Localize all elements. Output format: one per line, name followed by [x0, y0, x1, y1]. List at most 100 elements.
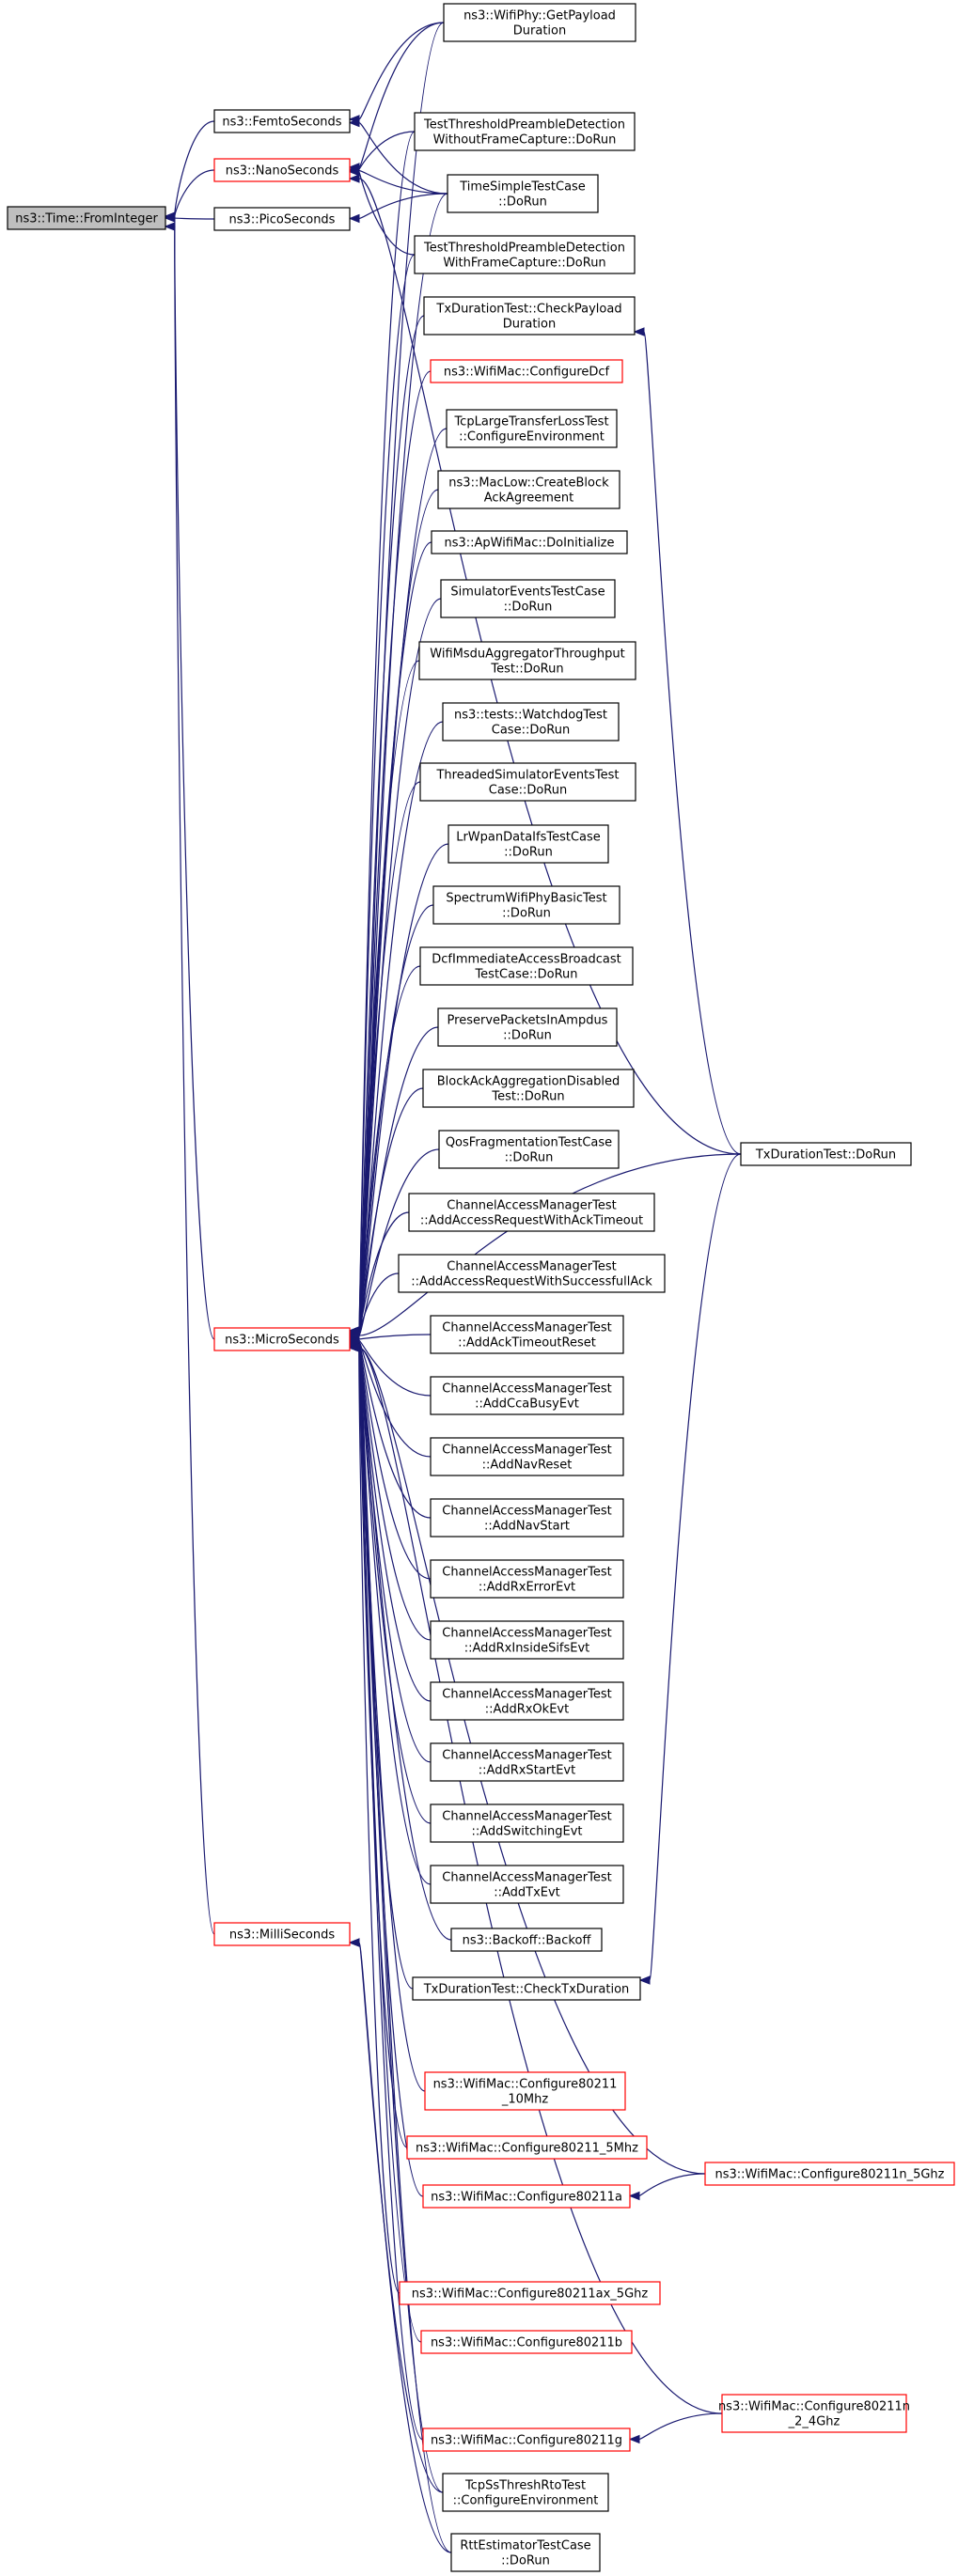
node-txdurrun[interactable]: TxDurationTest::DoRun — [740, 1142, 912, 1166]
node-cam-acktimeout[interactable]: ChannelAccessManagerTest::AddAccessReque… — [408, 1193, 655, 1232]
node-threshwithout[interactable]: TestThresholdPreambleDetectionWithoutFra… — [414, 112, 636, 151]
node-cfgb[interactable]: ns3::WifiMac::Configure80211b — [420, 2330, 633, 2354]
node-nano[interactable]: ns3::NanoSeconds — [213, 158, 351, 182]
node-cam-tx[interactable]: ChannelAccessManagerTest::AddTxEvt — [430, 1865, 624, 1904]
node-box — [430, 1498, 624, 1538]
node-box — [442, 2473, 609, 2512]
node-label: ::DoRun — [505, 1151, 554, 1165]
node-cfgn5[interactable]: ns3::WifiMac::Configure80211n_5Ghz — [704, 2162, 955, 2186]
edge-line — [358, 965, 421, 1333]
node-label: ChannelAccessManagerTest — [442, 1444, 611, 1458]
node-checktx[interactable]: TxDurationTest::CheckTxDuration — [412, 1976, 641, 2001]
node-label: WithFrameCapture::DoRun — [443, 257, 605, 271]
node-label: TcpSsThreshRtoTest — [464, 2479, 586, 2493]
node-tcplarge[interactable]: TcpLargeTransferLossTest::ConfigureEnvir… — [446, 409, 618, 448]
edge-micro-to-root — [164, 222, 215, 1340]
edge-arrowhead — [348, 1331, 360, 1340]
node-backoff[interactable]: ns3::Backoff::Backoff — [450, 1928, 603, 1952]
node-femto[interactable]: ns3::FemtoSeconds — [213, 109, 351, 133]
node-lrwpan[interactable]: LrWpanDataIfsTestCase::DoRun — [448, 824, 609, 864]
edge-femto-to-root — [164, 120, 215, 221]
node-cfgn24[interactable]: ns3::WifiMac::Configure80211n_2_4Ghz — [718, 2394, 910, 2433]
node-preserve[interactable]: PreservePacketsInAmpdus::DoRun — [437, 1007, 618, 1047]
node-label: TestThresholdPreambleDetection — [423, 118, 625, 133]
node-label: ns3::PicoSeconds — [229, 213, 336, 227]
node-dcfimm[interactable]: DcfImmediateAccessBroadcastTestCase::DoR… — [419, 946, 634, 986]
node-label: ::DoRun — [501, 2554, 550, 2568]
node-label: Duration — [513, 24, 566, 39]
node-label: ns3::MilliSeconds — [229, 1928, 336, 1943]
node-threshwith[interactable]: TestThresholdPreambleDetectionWithFrameC… — [414, 235, 636, 274]
edge-tcpss-to-milli — [348, 1938, 444, 2493]
node-box — [422, 2184, 631, 2209]
edge-line — [358, 22, 445, 168]
edge-txdurrun-to-micro — [348, 1153, 742, 1340]
node-configdcf[interactable]: ns3::WifiMac::ConfigureDcf — [430, 359, 623, 383]
node-box — [440, 579, 616, 618]
node-cam-navstart[interactable]: ChannelAccessManagerTest::AddNavStart — [430, 1498, 624, 1538]
node-label: SimulatorEventsTestCase — [450, 585, 605, 600]
node-label: QosFragmentationTestCase — [446, 1136, 612, 1150]
node-label: ::AddCcaBusyEvt — [475, 1397, 579, 1412]
node-root[interactable]: ns3::Time::FromInteger — [7, 206, 166, 230]
node-tcpss[interactable]: TcpSsThreshRtoTest::ConfigureEnvironment — [442, 2473, 609, 2512]
node-cfg5[interactable]: ns3::WifiMac::Configure80211_5Mhz — [406, 2135, 648, 2160]
node-spectrum[interactable]: SpectrumWifiPhyBasicTest::DoRun — [432, 885, 620, 925]
node-box — [420, 2330, 633, 2354]
node-cam-switching[interactable]: ChannelAccessManagerTest::AddSwitchingEv… — [430, 1803, 624, 1843]
edge-rtt-to-micro — [348, 1343, 452, 2553]
node-box — [422, 1069, 635, 1108]
edge-line — [358, 1342, 432, 1519]
node-cfga[interactable]: ns3::WifiMac::Configure80211a — [422, 2184, 631, 2209]
node-cfg10[interactable]: ns3::WifiMac::Configure80211_10Mhz — [424, 2071, 626, 2111]
edge-arrowhead — [638, 1975, 651, 1985]
node-box — [437, 1007, 618, 1047]
node-cfgax[interactable]: ns3::WifiMac::Configure80211ax_5Ghz — [399, 2281, 661, 2305]
node-timesimple[interactable]: TimeSimpleTestCase::DoRun — [447, 174, 599, 213]
node-cam-rxok[interactable]: ChannelAccessManagerTest::AddRxOkEvt — [430, 1681, 624, 1721]
node-cam-ccabusy[interactable]: ChannelAccessManagerTest::AddCcaBusyEvt — [430, 1376, 624, 1415]
node-label: BlockAckAggregationDisabled — [437, 1075, 620, 1089]
edge-line — [649, 1153, 742, 1981]
node-pico[interactable]: ns3::PicoSeconds — [213, 207, 351, 231]
node-label: LrWpanDataIfsTestCase — [456, 831, 601, 845]
node-cam-navreset[interactable]: ChannelAccessManagerTest::AddNavReset — [430, 1437, 624, 1476]
node-label: TcpLargeTransferLossTest — [453, 415, 608, 429]
node-label: ::DoRun — [498, 195, 547, 210]
node-label: ::DoRun — [504, 601, 553, 615]
node-micro[interactable]: ns3::MicroSeconds — [213, 1327, 351, 1351]
edge-line — [358, 1347, 452, 2553]
edge-line — [643, 331, 742, 1155]
node-cam-rxinside[interactable]: ChannelAccessManagerTest::AddRxInsideSif… — [430, 1620, 624, 1660]
node-label: ::AddAckTimeoutReset — [458, 1336, 596, 1350]
edge-arrowhead — [164, 213, 176, 223]
node-apwifimac[interactable]: ns3::ApWifiMac::DoInitialize — [431, 530, 628, 554]
node-label: WifiMsduAggregatorThroughput — [430, 648, 624, 662]
node-cfgg[interactable]: ns3::WifiMac::Configure80211g — [422, 2428, 631, 2452]
node-simevents[interactable]: SimulatorEventsTestCase::DoRun — [440, 579, 616, 618]
edge-milli-to-root — [164, 222, 215, 1935]
node-label: ns3::WifiPhy::GetPayload — [463, 9, 616, 23]
node-label: ::DoRun — [502, 907, 551, 921]
edge-line — [358, 193, 448, 220]
node-label: TestThresholdPreambleDetection — [423, 242, 625, 256]
node-rtt[interactable]: RttEstimatorTestCase::DoRun — [450, 2533, 601, 2572]
node-cam-succack[interactable]: ChannelAccessManagerTest::AddAccessReque… — [398, 1254, 666, 1293]
edge-line — [638, 2173, 706, 2197]
node-cam-rxerror[interactable]: ChannelAccessManagerTest::AddRxErrorEvt — [430, 1559, 624, 1599]
node-box — [408, 1193, 655, 1232]
node-cam-ackreset[interactable]: ChannelAccessManagerTest::AddAckTimeoutR… — [430, 1315, 624, 1354]
node-box — [213, 1922, 351, 1946]
node-qosfrag[interactable]: QosFragmentationTestCase::DoRun — [438, 1130, 620, 1169]
node-label: ns3::MacLow::CreateBlock — [448, 476, 609, 491]
node-box — [430, 1742, 624, 1782]
node-milli[interactable]: ns3::MilliSeconds — [213, 1922, 351, 1946]
node-cam-rxstart[interactable]: ChannelAccessManagerTest::AddRxStartEvt — [430, 1742, 624, 1782]
